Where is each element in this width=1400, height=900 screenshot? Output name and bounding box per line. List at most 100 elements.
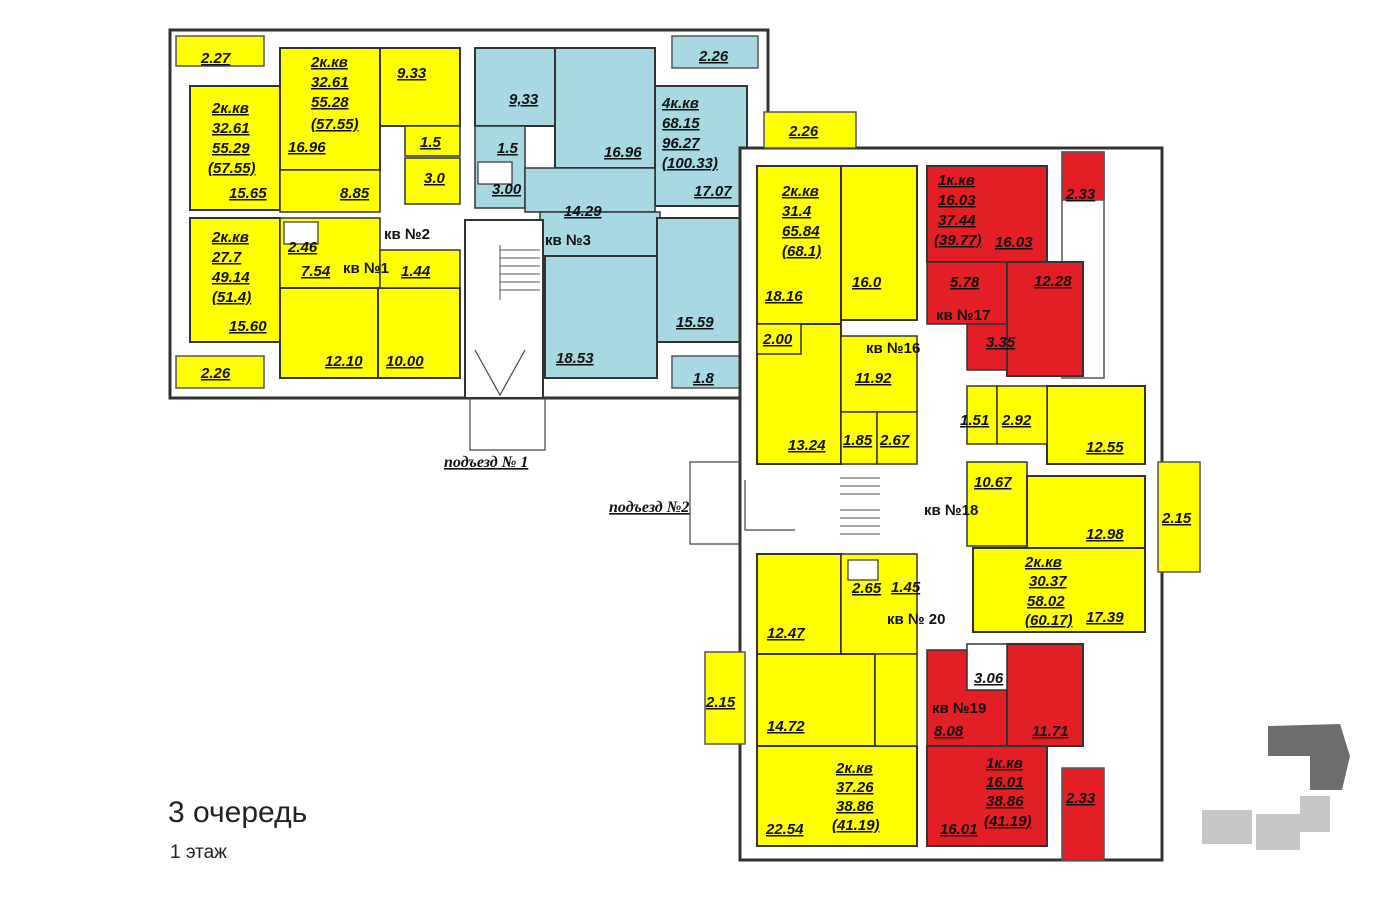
balcony: [763, 111, 857, 149]
area-label: 38.86: [986, 793, 1024, 810]
area-label: 96.27: [662, 135, 700, 152]
room: [996, 385, 1048, 445]
area-label: 10.00: [386, 353, 424, 370]
area-label: 38.86: [836, 798, 874, 815]
apartment-number: кв № 20: [887, 611, 945, 628]
apartment-number: кв №2: [384, 226, 430, 243]
area-label: 32.61: [311, 74, 349, 91]
area-label: 4к.кв: [661, 95, 699, 112]
area-label: 22.54: [765, 821, 804, 838]
room: [1006, 643, 1084, 747]
plan-title: 3 очередь: [168, 796, 308, 829]
room: [756, 553, 842, 655]
area-label: 49.14: [211, 269, 250, 286]
room: [874, 653, 918, 747]
balcony: [1061, 151, 1105, 201]
area-label: 16.01: [940, 821, 978, 838]
room: [972, 547, 1146, 633]
balcony: [175, 355, 265, 389]
bathtub: [477, 161, 513, 185]
room: [926, 745, 1048, 847]
balcony: [1157, 461, 1201, 573]
area-label: 65.84: [782, 223, 820, 240]
area-label: 9.33: [397, 65, 427, 82]
area-label: (41.19): [984, 813, 1032, 830]
room: [840, 165, 918, 321]
area-label: 8.08: [934, 723, 964, 740]
area-label: 2.92: [1001, 412, 1032, 429]
room: [966, 385, 998, 445]
area-label: 1.8: [693, 370, 715, 387]
room: [279, 169, 381, 213]
room: [1006, 261, 1084, 377]
room: [654, 85, 748, 207]
area-label: 3.35: [986, 334, 1016, 351]
area-label: 14.29: [564, 203, 602, 220]
area-label: (57.55): [208, 160, 256, 177]
room: [876, 411, 918, 465]
area-label: 11.71: [1032, 723, 1068, 740]
key-plan: [1202, 724, 1350, 850]
area-label: (57.55): [311, 116, 359, 133]
room: [966, 643, 1008, 691]
area-label: 27.7: [211, 249, 242, 266]
area-label: (100.33): [662, 155, 718, 172]
balcony: [671, 35, 759, 69]
room: [840, 335, 918, 413]
area-label: 55.28: [311, 94, 349, 111]
area-label: 2.15: [1161, 510, 1192, 527]
area-label: 2.00: [762, 331, 793, 348]
area-label: 2к.кв: [781, 183, 819, 200]
area-label: 1.5: [420, 134, 442, 151]
entrance-1-label: подъезд № 1: [444, 454, 528, 471]
entrance-2-label: подъезд №2: [609, 499, 689, 516]
room: [1026, 475, 1146, 549]
balcony: [704, 651, 746, 745]
staircase: [464, 219, 544, 399]
area-label: 2к.кв: [211, 100, 249, 117]
room: [279, 287, 379, 379]
area-label: 10.67: [974, 474, 1012, 491]
area-label: 3.00: [492, 181, 522, 198]
area-label: (41.19): [832, 817, 880, 834]
area-label: 1к.кв: [938, 172, 975, 189]
area-label: (60.17): [1025, 612, 1073, 629]
area-label: 18.53: [556, 350, 594, 367]
room: [656, 217, 748, 343]
right-block: [689, 111, 1201, 862]
balcony: [175, 35, 265, 67]
area-label: 9,33: [509, 91, 539, 108]
area-label: 2.26: [200, 365, 231, 382]
area-label: 12.55: [1086, 439, 1124, 456]
balcony: [671, 355, 751, 389]
room: [756, 323, 802, 355]
area-label: 16.96: [604, 144, 642, 161]
room: [840, 411, 878, 465]
area-label: 15.65: [229, 185, 267, 202]
room: [544, 255, 658, 379]
room: [966, 461, 1028, 547]
area-label: 2к.кв: [211, 229, 249, 246]
area-labels: 2.27 2к.кв 32.61 55.29 (57.55) 15.65 2к.…: [200, 48, 1192, 838]
area-label: 11.92: [855, 370, 892, 387]
apartment-number: кв №19: [932, 700, 986, 717]
area-label: 2к.кв: [310, 54, 348, 71]
area-label: 32.61: [212, 120, 250, 137]
bathtub: [847, 559, 879, 581]
area-label: 1.85: [843, 432, 873, 449]
room: [524, 167, 656, 213]
area-label: 55.29: [212, 140, 250, 157]
room: [554, 47, 656, 169]
area-label: 2.27: [200, 50, 231, 67]
area-label: 68.15: [662, 115, 700, 132]
area-label: 16.03: [995, 234, 1033, 251]
area-label: 1.45: [891, 579, 921, 596]
room: [926, 165, 1048, 263]
area-label: 14.72: [767, 718, 805, 735]
area-label: 2.26: [788, 123, 819, 140]
area-label: 2.33: [1065, 790, 1096, 807]
area-label: 17.39: [1086, 609, 1124, 626]
area-label: 30.37: [1029, 573, 1067, 590]
area-label: 15.59: [676, 314, 714, 331]
